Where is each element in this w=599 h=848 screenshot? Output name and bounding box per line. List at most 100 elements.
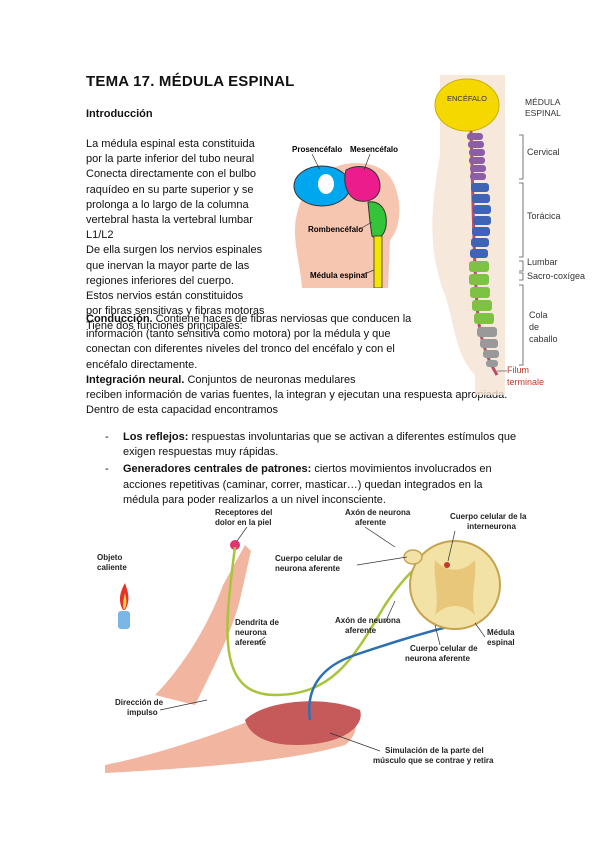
intro-line: Tiene dos funciones principales:: [86, 320, 243, 333]
integracion-line: reciben información de varias fuentes, l…: [86, 389, 508, 402]
candle-flame-inner: [123, 593, 127, 610]
functions-list: - Los reflejos: respuestas involuntarias…: [105, 430, 525, 510]
intro-line: por fibras sensitivas y fibras motoras: [86, 305, 265, 318]
label-dendrita: aferente: [235, 638, 267, 647]
label-simulacion: músculo que se contrae y retira: [373, 756, 494, 765]
conduccion-line: información (tanto sensitiva como motora…: [86, 328, 391, 341]
label-filum: terminale: [507, 377, 544, 387]
intro-line: Conecta directamente con el bulbo: [86, 168, 256, 181]
label-medula: espinal: [487, 638, 515, 647]
candle-base: [118, 611, 130, 629]
intro-line: prolonga a lo largo de la columna: [86, 198, 249, 211]
section-heading: Introducción: [86, 108, 153, 120]
vertebrae-sacro: [477, 327, 499, 367]
label-cuerpo-bottom: neurona aferente: [405, 654, 470, 663]
intro-line: vertebral hasta la vertebral lumbar: [86, 214, 253, 227]
label-axon-mid: aferente: [345, 626, 377, 635]
integracion-text: Conjuntos de neuronas medulares: [184, 373, 356, 386]
integracion-line: Dentro de esta capacidad encontramos: [86, 404, 279, 417]
label-medula: Médula: [487, 628, 515, 637]
list-item-text: respuestas involuntarias que se activan …: [188, 431, 517, 443]
leader-lines: [159, 526, 486, 752]
leader-line: [359, 221, 373, 230]
label-cuerpo-left: Cuerpo celular de: [275, 554, 343, 563]
label-direccion: impulso: [127, 708, 158, 717]
mesencefalo-shape: [344, 166, 381, 202]
encefalo-shape: [434, 78, 500, 132]
intro-paragraph: La médula espinal esta constituida por l…: [86, 137, 276, 335]
intro-line: De ella surgen los nervios espinales: [86, 244, 263, 257]
conduccion-line: Conducción. Contiene haces de fibras ner…: [86, 312, 516, 327]
list-item-text: ciertos movimientos involucrados en: [311, 463, 492, 476]
label-de: de: [529, 322, 539, 332]
intro-line: La médula espinal esta constituida: [86, 138, 255, 150]
muscle-shape: [245, 701, 361, 745]
intro-line: Estos nervios están constituidos: [86, 290, 244, 303]
list-item: - Los reflejos: respuestas involuntarias…: [105, 430, 525, 460]
label-lumbar: Lumbar: [527, 257, 558, 267]
spine-header: MÉDULA: [525, 97, 561, 107]
label-dendrita: Dendrita de: [235, 618, 280, 627]
label-objeto: caliente: [97, 563, 127, 572]
label-axon-top: Axón de neurona: [345, 508, 411, 517]
spine-diagram: ENCÉFALO MÉDULA ESPINAL Ce: [432, 75, 585, 395]
label-sacro: Sacro-coxígea: [527, 271, 585, 281]
label-cuerpo-bottom: Cuerpo celular de: [410, 644, 478, 653]
list-item: - Generadores centrales de patrones: cie…: [105, 462, 525, 508]
list-item-bold: Los reflejos:: [123, 431, 189, 443]
label-prosencefalo: Prosencéfalo: [292, 145, 342, 154]
label-cola: Cola: [529, 310, 548, 320]
rombencefalo-shape: [367, 201, 387, 239]
label-cervical: Cervical: [527, 147, 560, 157]
prosencefalo-dot: [318, 174, 334, 194]
label-simulacion: Simulación de la parte del: [385, 746, 484, 755]
medula-shape: [373, 235, 383, 288]
list-item-text: acciones repetitivas (caminar, correr, m…: [123, 478, 483, 491]
label-medula: Médula espinal: [310, 271, 367, 280]
integracion-label: Integración neural.: [86, 373, 185, 386]
vertebrae-toracica: [470, 183, 491, 258]
label-toracica: Torácica: [527, 211, 561, 221]
label-interneurona: interneurona: [467, 522, 516, 531]
page-title: TEMA 17. MÉDULA ESPINAL: [86, 73, 295, 90]
label-dendrita: neurona: [235, 628, 267, 637]
label-direccion: Dirección de: [115, 698, 164, 707]
brain-diagram: Prosencéfalo Mesencéfalo Rombencéfalo Mé…: [292, 145, 400, 288]
label-axon-mid: Axón de neurona: [335, 616, 401, 625]
forearm-shape: [155, 545, 251, 705]
grey-matter: [434, 560, 476, 615]
integracion-line: Integración neural. Conjuntos de neurona…: [86, 373, 516, 388]
functions-paragraph: Conducción. Contiene haces de fibras ner…: [86, 312, 516, 418]
leader-line: [361, 269, 375, 276]
list-item-text: exigen respuestas muy rápidas.: [123, 446, 279, 459]
region-brackets: [519, 134, 524, 366]
label-interneurona: Cuerpo celular de la: [450, 512, 527, 521]
label-objeto: Objeto: [97, 553, 122, 562]
conduccion-label: Conducción.: [86, 313, 153, 325]
leader-line: [311, 153, 321, 171]
dorsal-ganglion: [403, 549, 423, 565]
vertebrae-lumbar: [469, 261, 494, 324]
spine-header: ESPINAL: [525, 108, 561, 118]
label-filum: Filum: [507, 365, 529, 375]
label-cuerpo-left: neurona aferente: [275, 564, 340, 573]
efferent-nerve: [307, 623, 456, 721]
intro-line: raquídeo en su parte superior y se: [86, 183, 254, 196]
list-dash: -: [105, 431, 109, 443]
pain-receptor: [230, 540, 240, 550]
intro-line: por la parte inferior del tubo neural: [86, 153, 255, 166]
label-rombencefalo: Rombencéfalo: [308, 225, 363, 234]
label-encefalo: ENCÉFALO: [447, 94, 487, 103]
conduccion-line: conectan con diferentes niveles del tron…: [86, 343, 395, 356]
list-dash: -: [105, 463, 109, 476]
vertebrae-cervical: [467, 133, 486, 180]
list-item-text: médula para poder realizarlos a un nivel…: [123, 493, 386, 506]
intro-line: L1/L2: [86, 229, 114, 242]
conduccion-line: encéfalo directamente.: [86, 358, 198, 371]
leader-line: [363, 153, 371, 171]
afferent-nerve: [226, 546, 446, 697]
list-item-bold: Generadores centrales de patrones:: [123, 463, 312, 476]
label-receptores: Receptores del: [215, 508, 272, 517]
label-receptores: dolor en la piel: [215, 518, 271, 527]
interneuron-body: [444, 562, 450, 568]
